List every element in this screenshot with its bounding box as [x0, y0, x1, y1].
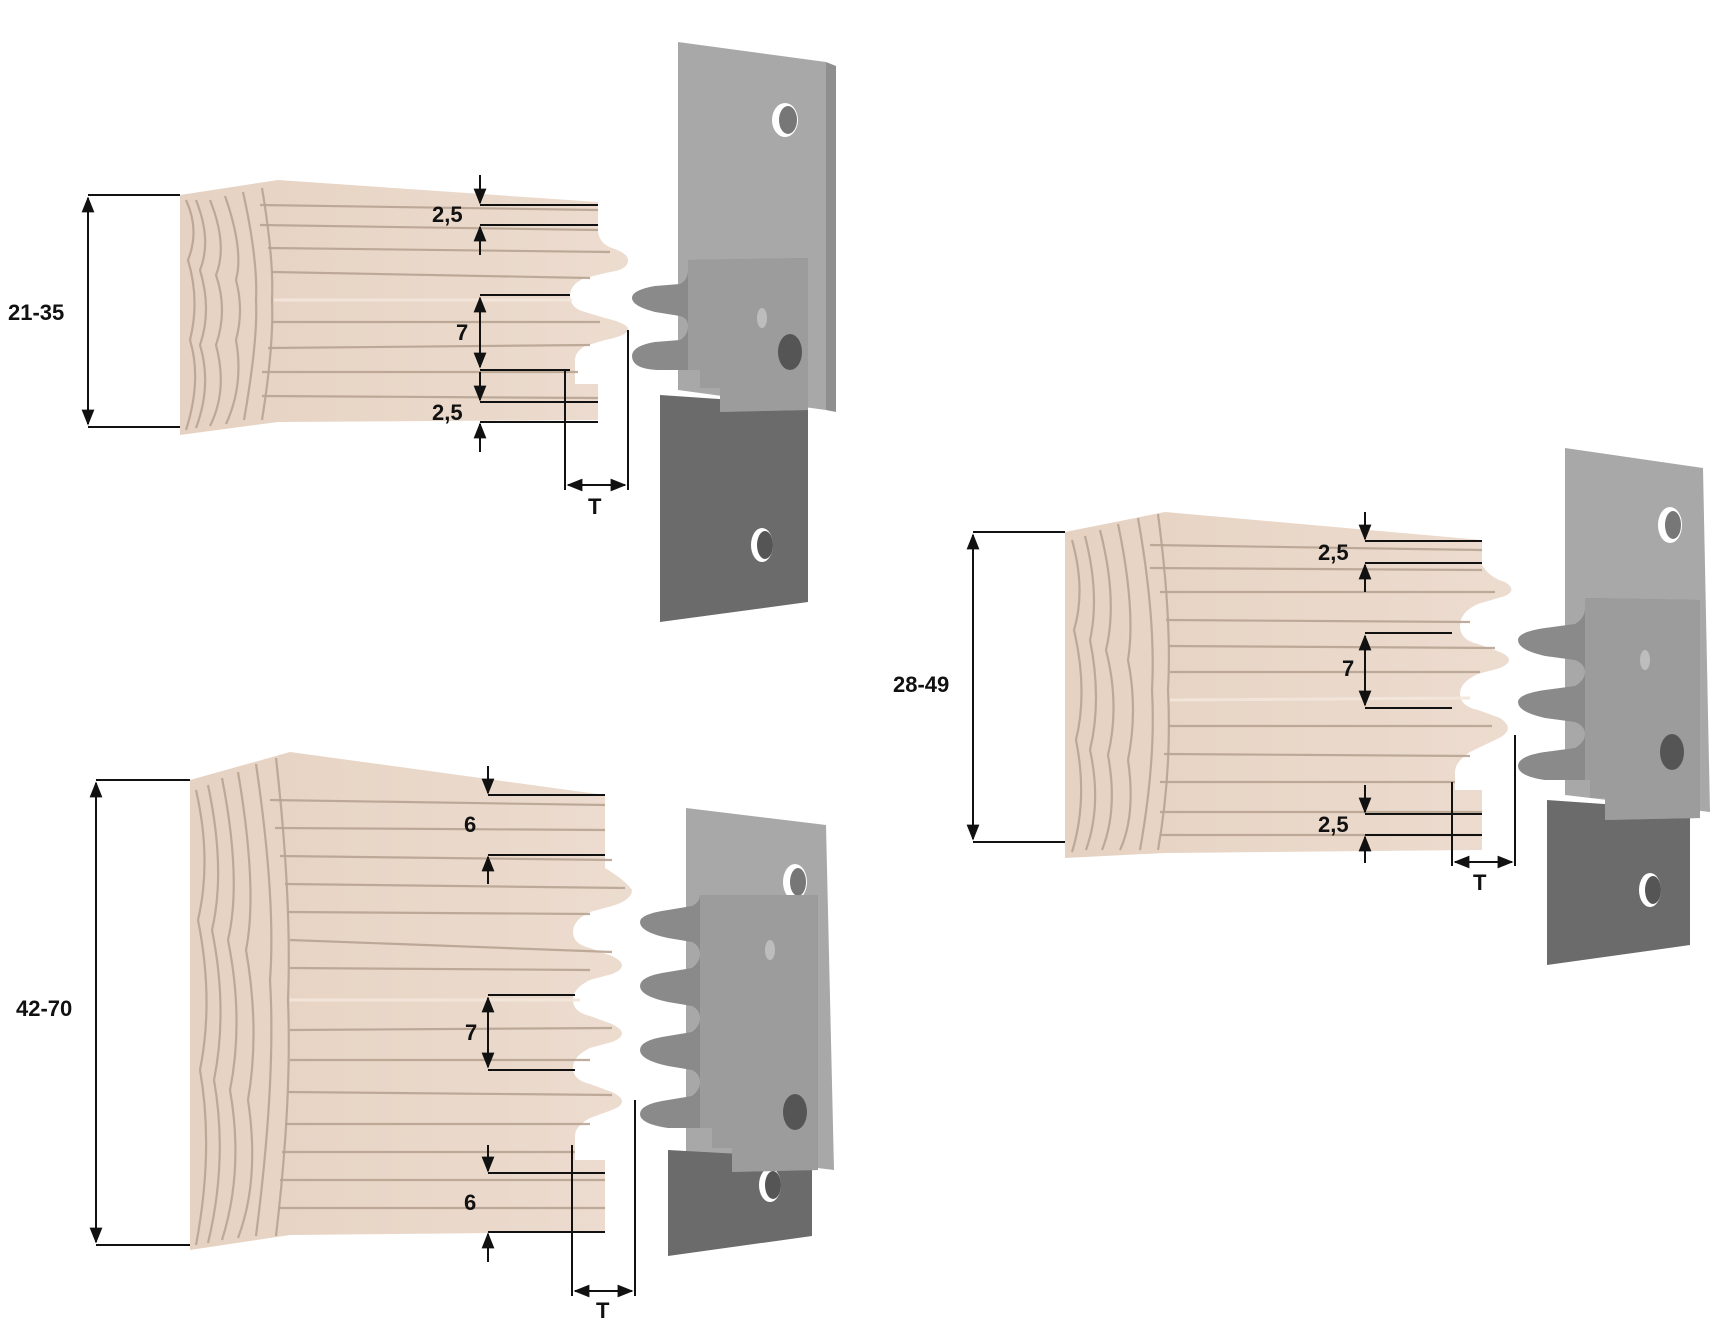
figure-large: 42-70 6 7 6 T	[16, 752, 834, 1323]
tongue-pitch-label: 7	[456, 320, 468, 345]
figure-small: 21-35 2,5 7 2,5 T	[8, 42, 836, 622]
knife-blade-small	[632, 42, 836, 622]
dimensions-small: 21-35 2,5 7 2,5 T	[8, 175, 629, 519]
top-offset-label: 6	[464, 812, 476, 837]
height-range-label: 21-35	[8, 300, 64, 325]
bolt-hole-icon	[1660, 734, 1684, 770]
wood-workpiece-small	[180, 180, 629, 435]
tongue-pitch-label: 7	[465, 1020, 477, 1045]
knife-blade-medium	[1518, 448, 1710, 965]
tongue-pitch-label: 7	[1342, 656, 1354, 681]
bottom-offset-label: 2,5	[432, 400, 463, 425]
bolt-hole-icon	[778, 334, 802, 370]
depth-label: T	[596, 1298, 610, 1323]
knife-blade-large	[640, 808, 834, 1256]
figure-medium: 28-49 2,5 7 2,5 T	[893, 448, 1710, 965]
wood-workpiece-large	[190, 752, 632, 1250]
depth-label: T	[588, 494, 602, 519]
depth-label: T	[1473, 870, 1487, 895]
bottom-offset-label: 6	[464, 1190, 476, 1215]
height-range-label: 28-49	[893, 672, 949, 697]
top-offset-label: 2,5	[432, 202, 463, 227]
bolt-hole-icon	[783, 1094, 807, 1130]
top-offset-label: 2,5	[1318, 540, 1349, 565]
dimensions-medium: 28-49 2,5 7 2,5 T	[893, 512, 1516, 895]
height-range-label: 42-70	[16, 996, 72, 1021]
dimensions-large: 42-70 6 7 6 T	[16, 766, 636, 1323]
wood-workpiece-medium	[1065, 512, 1512, 858]
bottom-offset-label: 2,5	[1318, 812, 1349, 837]
